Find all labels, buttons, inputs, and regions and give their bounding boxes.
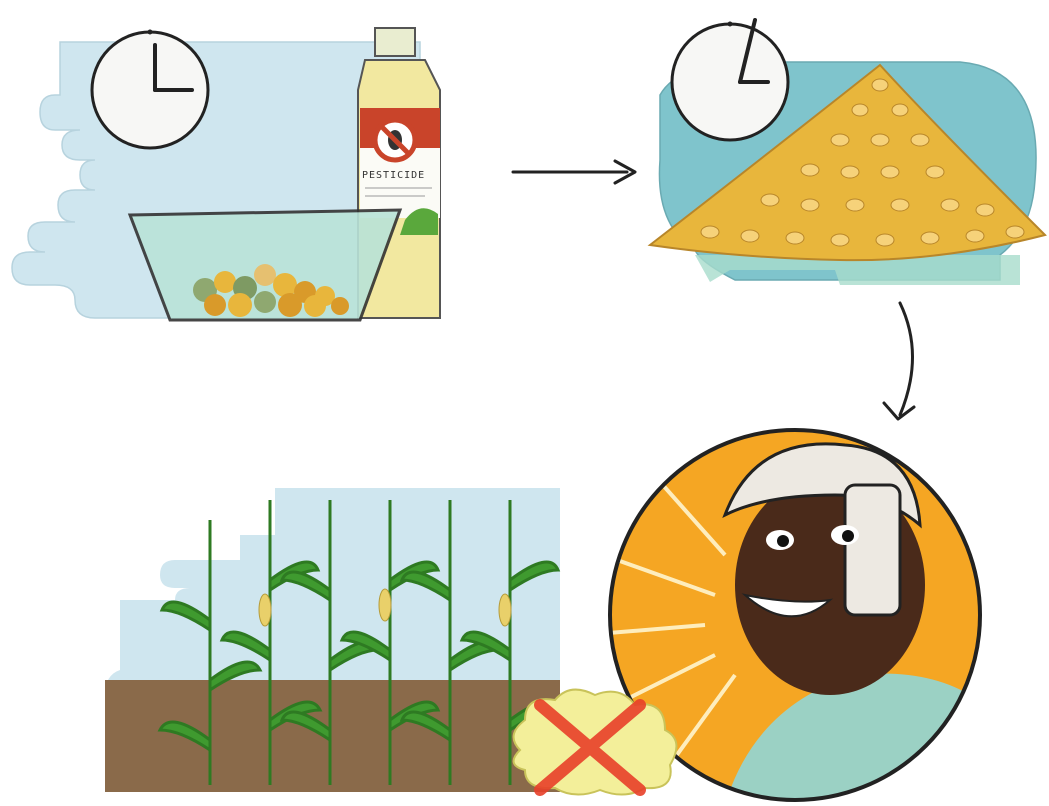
clock-icon <box>92 30 208 149</box>
arrow-right <box>505 155 645 190</box>
no-damage-symbol <box>500 680 700 800</box>
soil <box>105 680 560 792</box>
clock-icon <box>672 20 788 140</box>
seed-treatment-panel: PESTICIDE <box>0 0 460 330</box>
arrow-down <box>870 295 930 435</box>
no-insect-icon <box>375 120 415 160</box>
bottle-label: PESTICIDE <box>362 170 425 181</box>
dried-seed-panel <box>640 0 1049 300</box>
seed-bowl <box>130 210 400 320</box>
